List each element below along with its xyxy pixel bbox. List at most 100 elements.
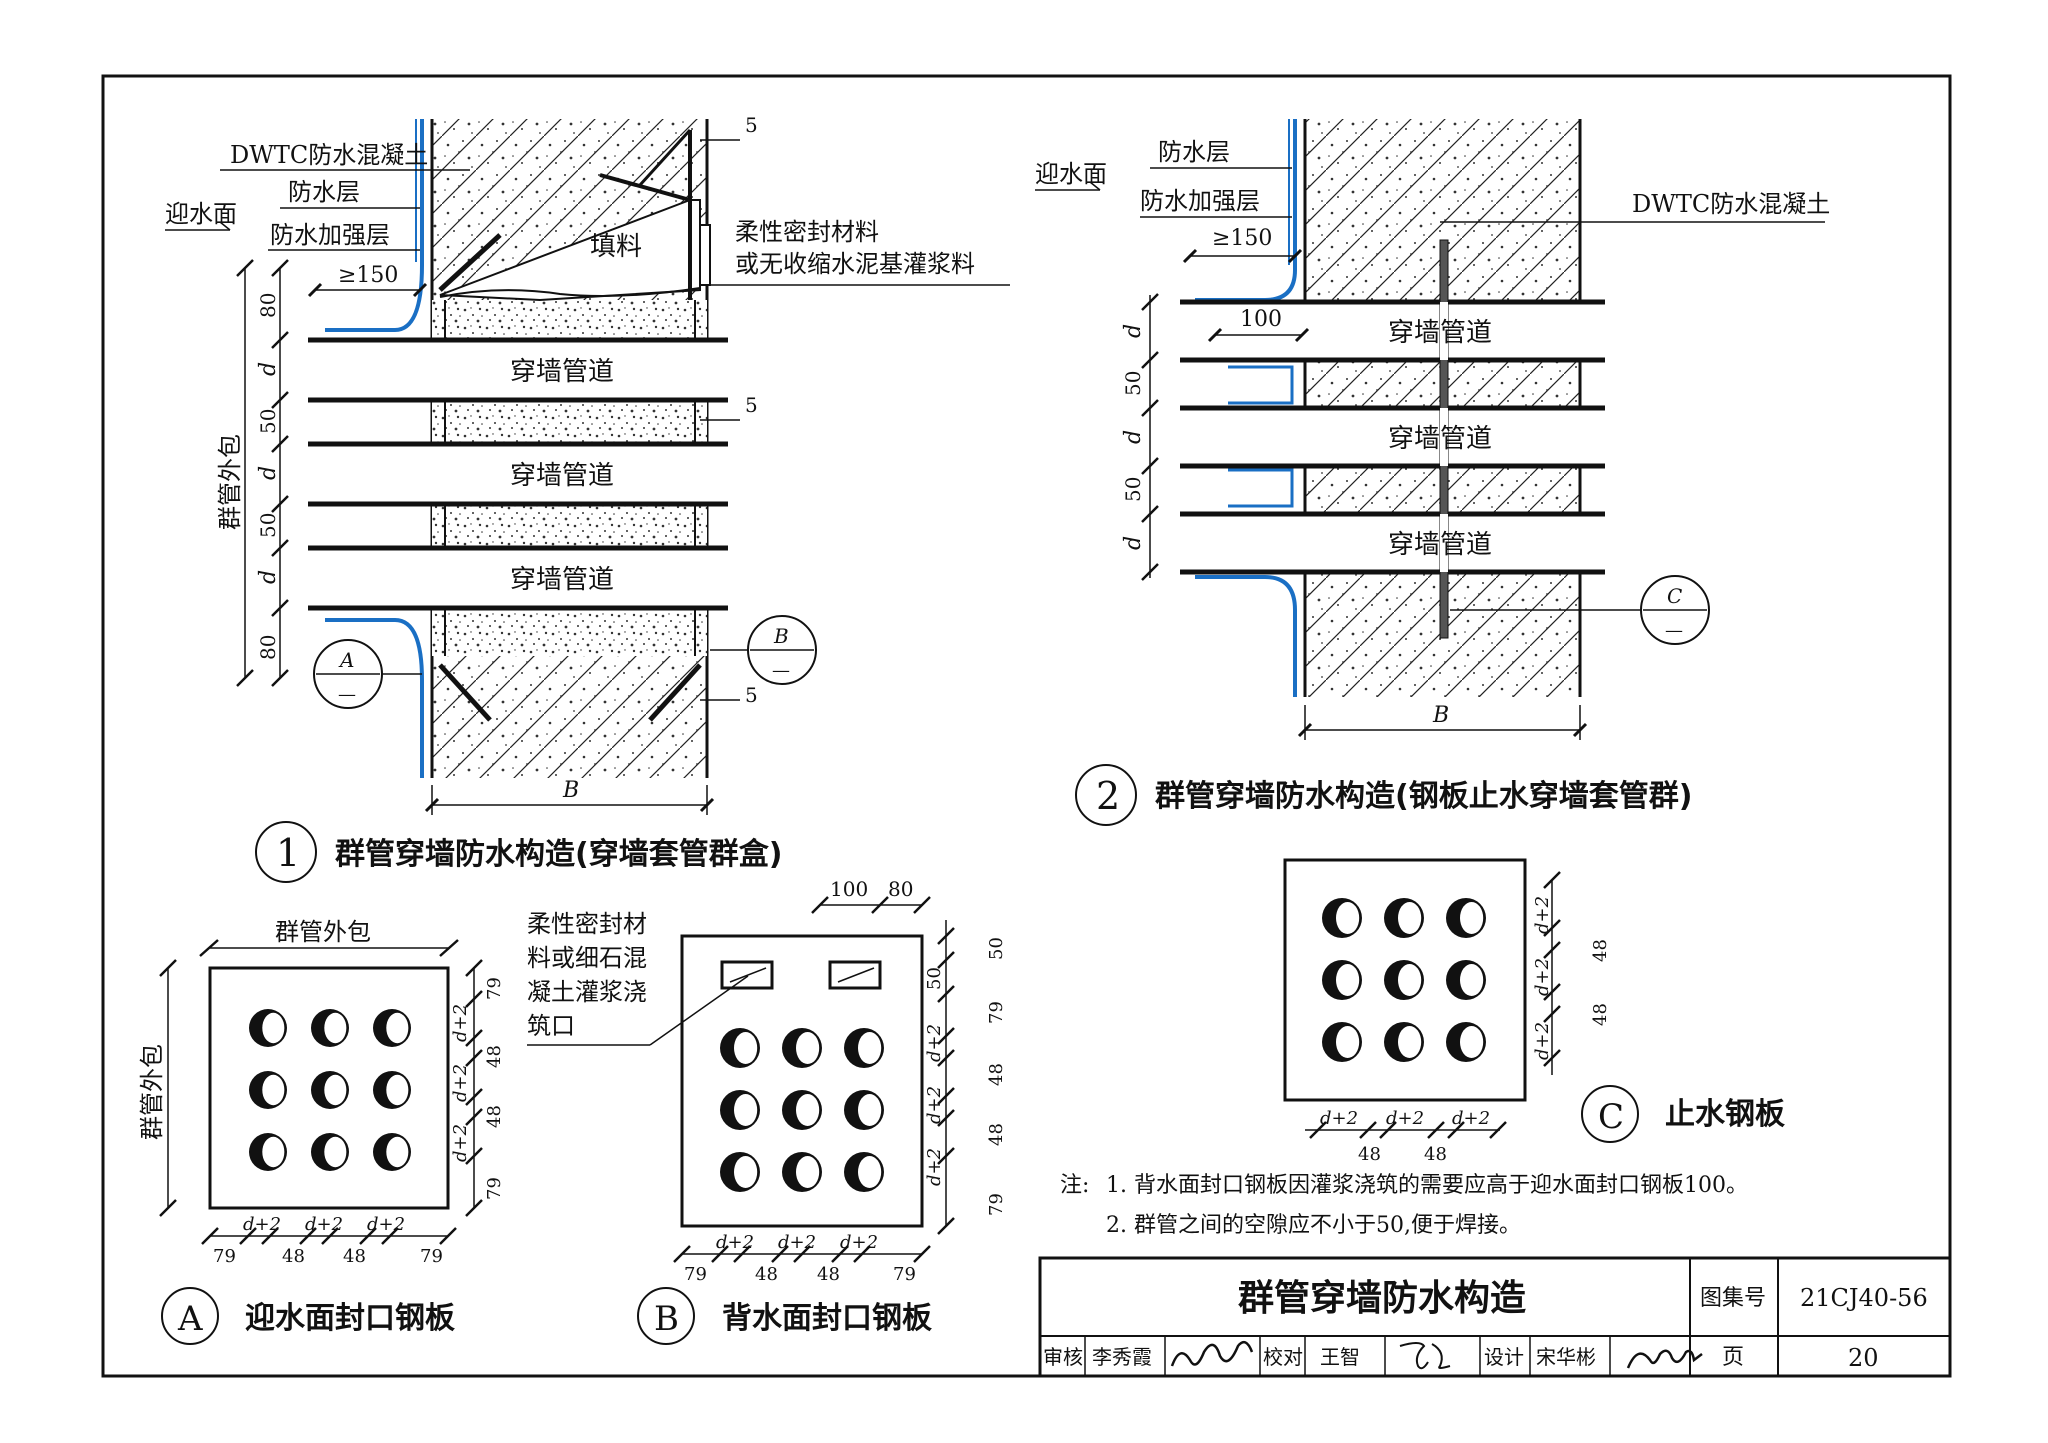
figA-b-d2-2: d+2: [305, 1214, 343, 1235]
sheet-title: 群管穿墙防水构造: [1238, 1278, 1526, 1319]
notes-line-2: 2. 群管之间的空隙应不小于50,便于焊接。: [1106, 1213, 1521, 1238]
figB-pipe-hole: [720, 1152, 760, 1192]
figA-r-d2-2: d+2: [450, 1064, 471, 1102]
fig1-wp-reinforce-label: 防水加强层: [270, 221, 390, 249]
fig1-pipe-label-2: 穿墙管道: [510, 461, 614, 491]
figB-pipe-hole: [720, 1028, 760, 1068]
fig1-fill-label: 填料: [590, 232, 642, 262]
designer-signature: [1626, 1349, 1703, 1369]
figC-pipe-hole: [1384, 960, 1424, 1000]
figB-b79-right: 79: [893, 1264, 916, 1285]
figC-pipe-hole: [1322, 898, 1362, 938]
figA-pipe-hole: [373, 1009, 411, 1047]
fig1-dim-d-3: d: [256, 570, 281, 584]
figB-note-1: 柔性密封材: [527, 910, 647, 938]
fig1-dim-50-2: 50: [256, 513, 280, 538]
figA-pipe-hole: [311, 1071, 349, 1109]
figC-r-d2-3: d+2: [1532, 1022, 1553, 1060]
fig1-dim-d-1: d: [256, 362, 281, 376]
figA-r79-bottom: 79: [484, 1177, 505, 1200]
fig2-dim-d-2: d: [1121, 430, 1146, 444]
fig1-pipe-label-1: 穿墙管道: [510, 357, 614, 387]
figC-letter-circle: [1581, 1085, 1639, 1143]
fig1-dwtc-label: DWTC防水混凝土: [230, 141, 428, 169]
figB-r-d2-1: d+2: [924, 1024, 945, 1062]
page-label: 页: [1722, 1345, 1744, 1370]
figB-pipe-hole: [782, 1028, 822, 1068]
design-label: 设计: [1484, 1345, 1524, 1369]
figC-b48-2: 48: [1424, 1144, 1447, 1165]
figB-b48-2: 48: [817, 1264, 840, 1285]
check-label: 校对: [1263, 1345, 1303, 1369]
sheet-border: [101, 74, 1952, 1378]
figA-pipe-hole: [373, 1071, 411, 1109]
figC-r-d2-2: d+2: [1532, 958, 1553, 996]
fig1-waterproof-layer: [325, 119, 424, 332]
fig2-waterproof-layer-bottom: [1195, 575, 1297, 697]
figC-b-d2-3: d+2: [1452, 1108, 1490, 1129]
fig2-dim-d-1: d: [1121, 324, 1146, 338]
figB-note-3: 凝土灌浆浇: [527, 978, 647, 1006]
fig1-dim-50-1: 50: [256, 409, 280, 434]
notes: 注: 1. 背水面封口钢板因灌浆浇筑的需要应高于迎水面封口钢板100。 2. 群…: [1060, 1173, 1748, 1238]
figure-2: 穿墙管道 穿墙管道 穿墙管道 迎水面 防水层 防水加强层 ≥150 DWTC防水…: [1035, 119, 1830, 826]
figA-b48-1: 48: [282, 1246, 305, 1267]
fig2-wp-layer-label: 防水层: [1158, 138, 1230, 166]
figC-pipe-hole: [1322, 960, 1362, 1000]
figB-pipe-hole: [844, 1152, 884, 1192]
figA-pipe-hole: [373, 1133, 411, 1171]
figA-pipe-hole: [311, 1009, 349, 1047]
figB-r48-1: 48: [986, 1063, 1007, 1086]
figA-b79-left: 79: [213, 1246, 236, 1267]
figC-b48-1: 48: [1358, 1144, 1381, 1165]
figB-letter: B: [654, 1299, 679, 1339]
figA-b48-2: 48: [343, 1246, 366, 1267]
fig2-wp-reinforce-label: 防水加强层: [1140, 187, 1260, 215]
figure-b: 柔性密封材 料或细石混 凝土灌浆浇 筑口 100 80 50 50: [527, 877, 1007, 1345]
fig1-callout-b-letter: B: [773, 624, 789, 648]
fig1-group-wrap-label: 群管外包: [216, 434, 244, 530]
reviewer-name: 李秀霞: [1092, 1345, 1152, 1369]
figB-note-2: 料或细石混: [527, 944, 647, 972]
figA-pipe-hole: [249, 1071, 287, 1109]
figA-pipe-hole: [311, 1133, 349, 1171]
fig2-number-circle: [1075, 764, 1137, 826]
figC-pipe-hole: [1384, 898, 1424, 938]
figB-dim100: 100: [830, 877, 868, 901]
fig1-sealant-label-2: 或无收缩水泥基灌浆料: [735, 250, 975, 278]
fig1-dim-b: B: [562, 778, 579, 803]
fig1-pipe-label-3: 穿墙管道: [510, 565, 614, 595]
figC-pipe-hole: [1446, 1022, 1486, 1062]
atlas-number: 21CJ40-56: [1800, 1284, 1928, 1312]
figB-b48-1: 48: [755, 1264, 778, 1285]
figC-holes: [1322, 898, 1486, 1062]
fig1-weld-5-mid: 5: [745, 393, 758, 417]
figA-r-d2-1: d+2: [450, 1004, 471, 1042]
figure-c: d+2 48 d+2 48 d+2 d+2 d+2 d+2 48 48 C 止水…: [1283, 858, 1785, 1165]
figB-b-d2-1: d+2: [716, 1232, 754, 1253]
review-label: 审核: [1043, 1345, 1083, 1369]
figA-r79-top: 79: [484, 977, 505, 1000]
fig2-dim-d-3: d: [1121, 536, 1146, 550]
figB-r79-top: 79: [986, 1001, 1007, 1024]
fig2-dim-b: B: [1432, 703, 1449, 728]
figC-pipe-hole: [1446, 898, 1486, 938]
figC-b-d2-1: d+2: [1320, 1108, 1358, 1129]
figB-r-d2-3: d+2: [924, 1148, 945, 1186]
fig1-sealant-label-1: 柔性密封材料: [735, 218, 879, 246]
figB-b79-left: 79: [684, 1264, 707, 1285]
figC-r48-2: 48: [1590, 1003, 1611, 1026]
figB-r48-2: 48: [986, 1123, 1007, 1146]
figure-1: 穿墙管道 穿墙管道 穿墙管道 填料 DWTC防水混凝土 防水层 防水加强层 迎水…: [165, 113, 1010, 883]
figA-r48-1: 48: [484, 1045, 505, 1068]
checker-signature: [1399, 1342, 1451, 1370]
figB-b-d2-2: d+2: [778, 1232, 816, 1253]
fig1-weld-5-top: 5: [745, 113, 758, 137]
fig2-dwtc-label: DWTC防水混凝土: [1632, 190, 1830, 218]
reviewer-signature: [1170, 1340, 1254, 1367]
figB-r50-top: 50: [986, 937, 1007, 960]
fig2-pipe-label-2: 穿墙管道: [1388, 424, 1492, 454]
fig2-dim100: 100: [1240, 307, 1282, 332]
designer-name: 宋华彬: [1536, 1345, 1596, 1369]
fig2-callout-c-letter: C: [1667, 584, 1682, 608]
